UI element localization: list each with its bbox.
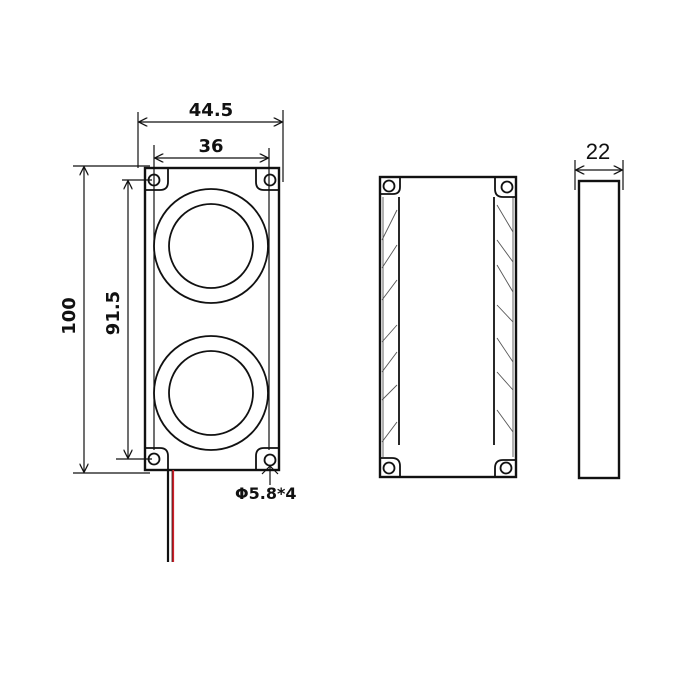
hatch-right-rail [496,204,514,433]
dimension-hole-spacing-width: 36 [153,136,270,450]
dimension-mounting-holes: Φ5.8*4 [235,465,296,503]
rear-hole-bottom-left [380,457,401,477]
hatch-left-rail [381,209,398,443]
label-hole-spacing-width: 36 [198,136,223,157]
rear-hole-top-left [380,177,401,195]
rear-view [378,175,518,479]
label-mounting-holes: Φ5.8*4 [235,484,296,503]
front-body-outline [143,166,281,472]
mounting-hole-bottom-right [255,447,279,470]
rear-hole-top-right [494,177,516,198]
dimension-overall-width: 44.5 [137,100,284,182]
side-body-outline [577,179,621,480]
label-depth: 22 [586,139,610,164]
speaker-driver-bottom [153,335,269,451]
mounting-hole-top-right [255,168,279,191]
rear-body-outline [378,175,518,479]
dimension-hole-spacing-height: 91.5 [103,179,152,460]
label-overall-width: 44.5 [189,100,233,121]
rear-hole-bottom-right [494,459,516,477]
mounting-hole-top-left [145,168,169,191]
speaker-driver-top [153,188,269,304]
side-view [577,179,621,480]
dimension-depth: 22 [574,139,624,190]
speaker-wires [166,470,175,562]
dimension-overall-height: 100 [59,165,150,474]
label-overall-height: 100 [59,297,80,335]
label-hole-spacing-height: 91.5 [103,291,124,335]
